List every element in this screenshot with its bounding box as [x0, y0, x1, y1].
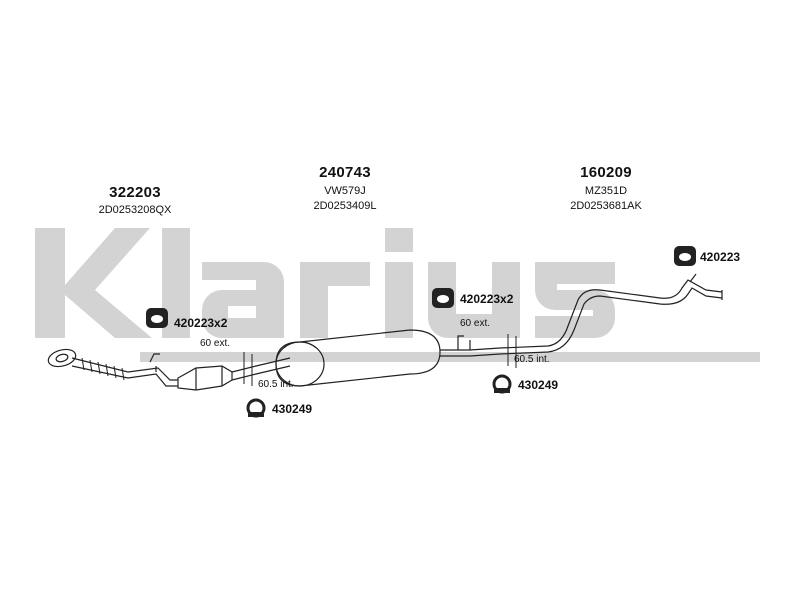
rubber-mount-icon	[432, 288, 454, 308]
ext-note-mid: 60 ext.	[460, 318, 491, 329]
mount-callout-front: 420223x2	[174, 316, 228, 330]
rear-hanger	[689, 273, 697, 283]
part-label-middle: 240743 VW579J 2D0253409L	[290, 164, 400, 214]
mid-joint-markers	[507, 334, 517, 368]
part-reference: 2D0253208QX	[98, 204, 172, 216]
cat-hanger-bracket	[149, 353, 160, 372]
front-flange	[47, 348, 77, 368]
flex-pipe	[71, 357, 129, 381]
mount-callout-mid: 420223x2	[460, 292, 514, 306]
pipe-clamp-icon	[492, 374, 512, 394]
mid-hanger-bracket	[457, 335, 471, 350]
part-reference: VW579J 2D0253409L	[313, 185, 377, 212]
part-label-front: 322203 2D0253208QX	[80, 184, 190, 216]
part-number: 240743	[319, 164, 371, 181]
part-reference: MZ351D 2D0253681AK	[570, 185, 642, 212]
int-note-mid: 60.5 int.	[514, 354, 550, 365]
front-joint-markers	[243, 352, 253, 386]
part-number: 160209	[580, 164, 632, 181]
mount-callout-rear: 420223	[700, 250, 741, 264]
rubber-mount-icon	[674, 246, 696, 266]
pipe-clamp-icon	[246, 398, 266, 418]
ext-note-front: 60 ext.	[200, 338, 231, 349]
clamp-callout-front: 430249	[272, 402, 313, 416]
clamp-callout-mid: 430249	[518, 378, 559, 392]
part-label-rear: 160209 MZ351D 2D0253681AK	[546, 164, 666, 214]
rubber-mount-icon	[146, 308, 168, 328]
catalytic-converter	[177, 365, 233, 391]
cat-outlet-pipe	[231, 357, 291, 381]
middle-silencer	[275, 329, 441, 387]
front-pipe	[127, 367, 178, 387]
part-number: 322203	[109, 184, 161, 201]
tail-pipe	[499, 279, 723, 355]
int-note-front: 60.5 int.	[258, 379, 294, 390]
